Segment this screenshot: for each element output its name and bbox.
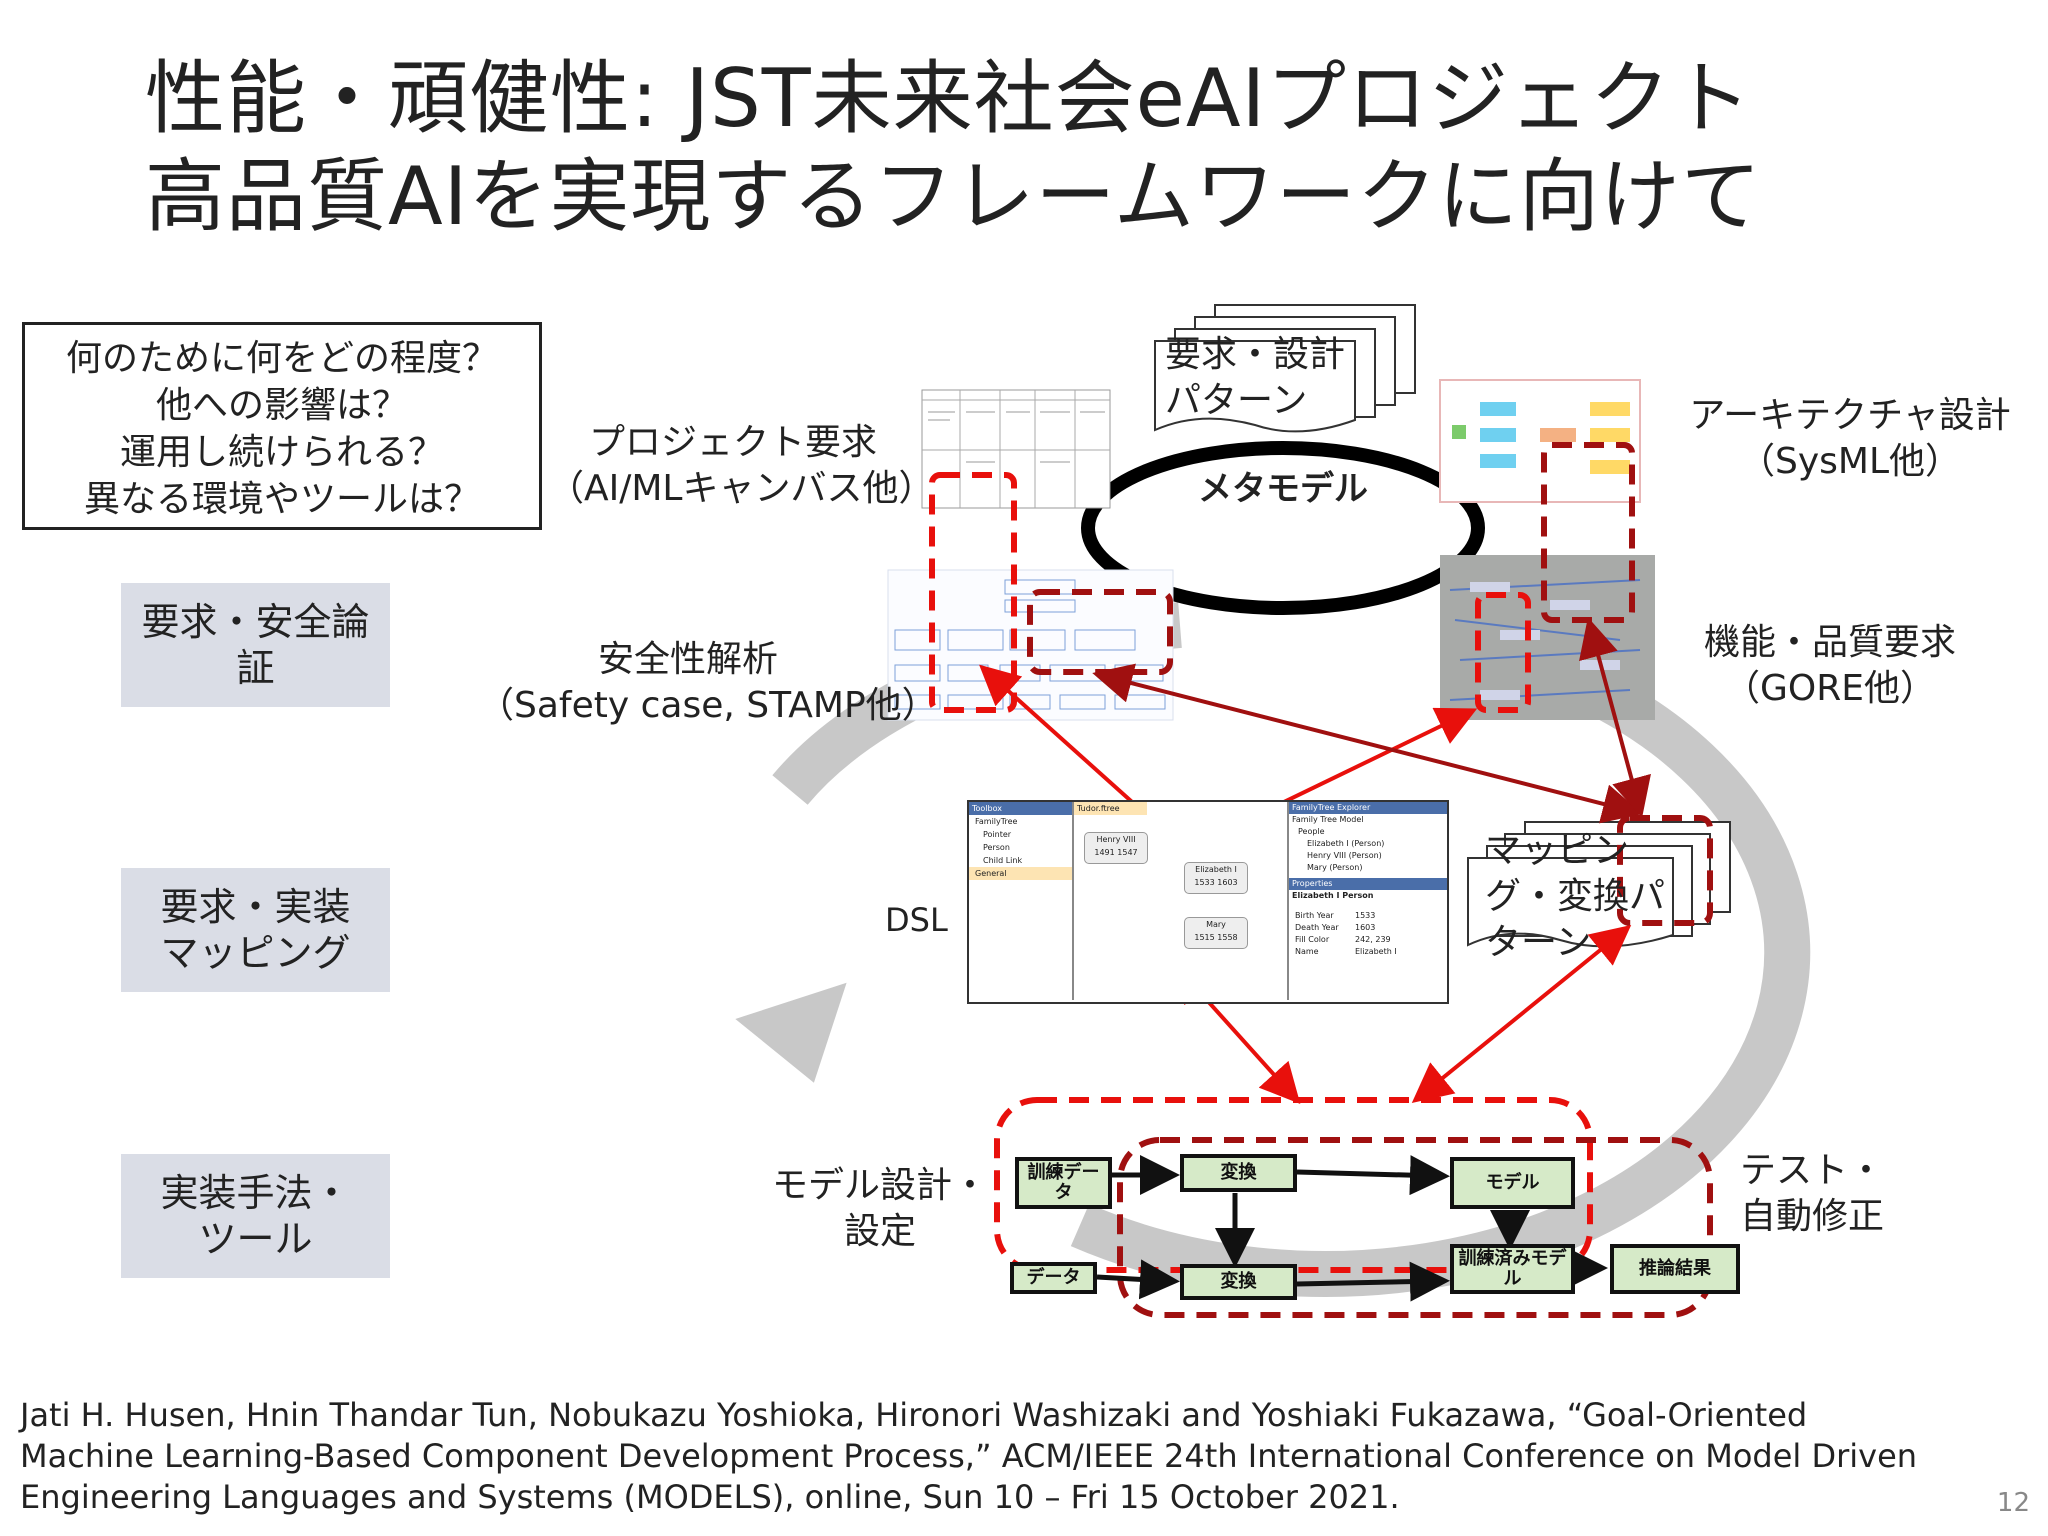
question: 運用し続けられる？ <box>119 432 444 473</box>
box-line: マッピング <box>160 931 351 975</box>
safety-label: 安全性解析 （Safety case, STAMP他） <box>478 637 938 729</box>
tab-tudor[interactable]: Tudor.ftree <box>1074 802 1147 815</box>
question: 異なる環境やツールは？ <box>83 479 480 520</box>
metamodel-ellipse <box>1081 441 1485 615</box>
toolbox-item[interactable]: Child Link <box>983 856 1023 865</box>
prop-key: Name <box>1295 947 1319 956</box>
prop-value: 1603 <box>1355 923 1376 932</box>
citation-line: Machine Learning-Based Component Develop… <box>20 1437 1918 1475</box>
toolbox-item[interactable]: General <box>969 867 1072 880</box>
slide-title: 性能・頑健性: JST未来社会eAIプロジェクト 高品質AIを実現するフレームワ… <box>145 50 1762 246</box>
label-line: （GORE他） <box>1724 668 1936 709</box>
architecture-label: アーキテクチャ設計 （SysML他） <box>1670 393 2030 485</box>
toolbox-item[interactable]: FamilyTree <box>975 817 1018 826</box>
tree-item[interactable]: Henry VIII (Person) <box>1307 851 1382 860</box>
req-safety-box: 要求・安全論証 <box>121 583 390 707</box>
flow-transform-1: 変換 <box>1180 1154 1297 1192</box>
label-line: ターン <box>1485 922 1592 963</box>
explorer-pane: FamilyTree Explorer Family Tree Model Pe… <box>1287 802 1447 1000</box>
prop-value: Elizabeth I <box>1355 947 1397 956</box>
label-line: マッピン <box>1485 830 1630 871</box>
label-line: （Safety case, STAMP他） <box>478 685 938 726</box>
diagram-node[interactable]: Mary 1515 1558 <box>1184 917 1248 949</box>
box-line: 要求・実装 <box>160 885 351 929</box>
prop-row: Birth Year 1533 <box>1289 910 1447 922</box>
label-line: 要求・設計 <box>1165 334 1346 375</box>
node-years: 1533 1603 <box>1194 878 1238 887</box>
flow-inference: 推論結果 <box>1610 1244 1740 1294</box>
node-years: 1515 1558 <box>1194 933 1238 942</box>
toolbox-item[interactable]: Person <box>983 843 1010 852</box>
question: 何のために何をどの程度？ <box>65 338 498 379</box>
citation: Jati H. Husen, Hnin Thandar Tun, Nobukaz… <box>20 1395 1917 1518</box>
label-line: テスト・ <box>1740 1150 1885 1191</box>
explorer-title: FamilyTree Explorer <box>1289 802 1447 814</box>
mapping-label: マッピン グ・変換パ ターン <box>1485 828 1665 966</box>
diagram-node[interactable]: Elizabeth I 1533 1603 <box>1184 862 1248 894</box>
label-line: パターン <box>1165 380 1308 421</box>
dsl-window: Toolbox FamilyTree Pointer Person Child … <box>967 800 1449 1004</box>
prop-row: Death Year 1603 <box>1289 922 1447 934</box>
node-name: Mary <box>1206 920 1226 929</box>
prop-value: 242, 239 <box>1355 935 1391 944</box>
impl-tools-box: 実装手法・ツール <box>121 1154 390 1278</box>
questions-box: 何のために何をどの程度？ 他への影響は？ 運用し続けられる？ 異なる環境やツール… <box>22 322 542 530</box>
node-years: 1491 1547 <box>1094 848 1138 857</box>
prop-row: Name Elizabeth I <box>1289 946 1447 958</box>
title-line-1: 性能・頑健性: JST未来社会eAIプロジェクト <box>145 52 1753 145</box>
toolbox-pane: Toolbox FamilyTree Pointer Person Child … <box>969 802 1074 1000</box>
props-subject: Elizabeth I Person <box>1292 891 1374 900</box>
functional-label: 機能・品質要求 （GORE他） <box>1680 620 1980 712</box>
tree-item[interactable]: Family Tree Model <box>1292 815 1364 824</box>
box-line: 証 <box>236 646 275 690</box>
citation-line: Engineering Languages and Systems (MODEL… <box>20 1478 1400 1516</box>
label-line: アーキテクチャ設計 <box>1689 395 2011 436</box>
label-line: 安全性解析 <box>597 639 778 680</box>
label-line: （AI/MLキャンバス他） <box>548 468 935 509</box>
tree-item[interactable]: People <box>1298 827 1325 836</box>
prop-value: 1533 <box>1355 911 1376 920</box>
box-line: ツール <box>198 1217 313 1261</box>
flow-trained-model: 訓練済みモデル <box>1450 1244 1575 1294</box>
prop-key: Fill Color <box>1295 935 1330 944</box>
flow-transform-2: 変換 <box>1180 1264 1297 1300</box>
label-line: 自動修正 <box>1740 1196 1885 1237</box>
tree-item[interactable]: Mary (Person) <box>1307 863 1363 872</box>
req-mapping-box: 要求・実装マッピング <box>121 868 390 992</box>
page-number: 12 <box>1996 1488 2030 1518</box>
box-line: 実装手法・ <box>160 1171 351 1215</box>
props-title: Properties <box>1289 878 1447 890</box>
prop-row: Fill Color 242, 239 <box>1289 934 1447 946</box>
label-line: 設定 <box>843 1211 916 1252</box>
test-label: テスト・ 自動修正 <box>1740 1148 1884 1240</box>
tree-item[interactable]: Elizabeth I (Person) <box>1307 839 1385 848</box>
box-line: 要求・安全論 <box>141 600 370 644</box>
diagram-node[interactable]: Henry VIII 1491 1547 <box>1084 832 1148 864</box>
label-line: モデル設計・ <box>771 1165 988 1206</box>
label-line: プロジェクト要求 <box>588 422 877 463</box>
canvas-pane: Tudor.ftree Henry VIII 1491 1547 Elizabe… <box>1074 802 1284 1000</box>
metamodel-label: メタモデル <box>1198 469 1368 509</box>
node-name: Elizabeth I <box>1195 865 1237 874</box>
prop-key: Birth Year <box>1295 911 1334 920</box>
label-line: 機能・品質要求 <box>1703 622 1956 663</box>
title-line-2: 高品質AIを実現するフレームワークに向けて <box>145 150 1762 243</box>
toolbox-item[interactable]: Pointer <box>983 830 1012 839</box>
citation-line: Jati H. Husen, Hnin Thandar Tun, Nobukaz… <box>20 1396 1808 1434</box>
flow-train-data: 訓練データ <box>1015 1157 1112 1209</box>
node-name: Henry VIII <box>1096 835 1136 844</box>
prop-key: Death Year <box>1295 923 1339 932</box>
patterns-label: 要求・設計 パターン <box>1165 332 1345 424</box>
label-line: （SysML他） <box>1738 441 1962 482</box>
flow-data: データ <box>1010 1262 1097 1294</box>
flow-model: モデル <box>1450 1157 1575 1209</box>
question: 他への影響は？ <box>155 385 408 426</box>
project-req-label: プロジェクト要求 （AI/MLキャンバス他） <box>548 420 935 512</box>
toolbox-title: Toolbox <box>969 802 1072 815</box>
model-design-label: モデル設計・ 設定 <box>765 1163 995 1255</box>
dsl-label: DSL <box>885 901 948 939</box>
cycle-arrowhead <box>735 982 847 1083</box>
label-line: グ・変換パ <box>1485 876 1666 917</box>
